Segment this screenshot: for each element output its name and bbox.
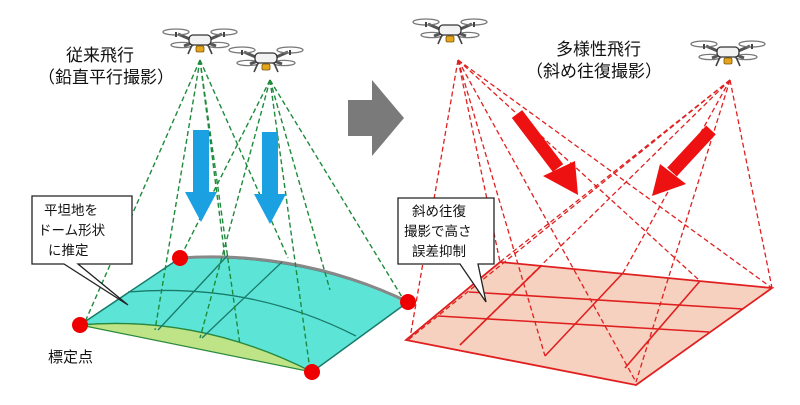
drone-icon bbox=[411, 17, 489, 46]
left-callout: 平坦地を ドーム形状 に推定 bbox=[31, 195, 133, 306]
right-callout-line1: 斜め往復 bbox=[412, 203, 466, 220]
right-title-line2: （斜め往復撮影） bbox=[526, 62, 662, 82]
left-title-line2: （鉛直平行撮影） bbox=[38, 68, 174, 88]
drone-icon bbox=[227, 45, 305, 74]
ground-point-marker bbox=[304, 364, 320, 380]
ground-point-marker bbox=[72, 317, 88, 333]
right-callout-line2: 撮影で高さ bbox=[404, 223, 472, 240]
ground-point-marker bbox=[400, 294, 416, 310]
drone-icon bbox=[689, 39, 767, 68]
true-flat-ground bbox=[79, 322, 313, 373]
left-callout-line3: に推定 bbox=[48, 243, 89, 259]
right-callout-line3: 誤差抑制 bbox=[412, 244, 466, 260]
ground-point-label: 標定点 bbox=[48, 348, 93, 366]
right-callout: 斜め往復 撮影で高さ 誤差抑制 bbox=[397, 197, 495, 303]
oblique-arrow-2 bbox=[652, 125, 716, 196]
dome-silhouette bbox=[179, 255, 409, 304]
right-title-line1: 多様性飛行 bbox=[556, 40, 641, 60]
vertical-rays bbox=[84, 59, 406, 371]
right-arrow-icon bbox=[348, 80, 404, 156]
estimated-flat-plane bbox=[403, 261, 775, 386]
left-title-line1: 従来飛行 bbox=[66, 46, 134, 66]
oblique-arrow-1 bbox=[511, 110, 578, 195]
vertical-arrow-2 bbox=[254, 132, 286, 224]
left-callout-line2: ドーム形状 bbox=[38, 223, 106, 239]
drone-icon bbox=[161, 27, 239, 56]
ground-point-marker bbox=[172, 250, 188, 266]
left-panel: 従来飛行 （鉛直平行撮影） 平坦地を ドーム形状 に推定 標定点 bbox=[31, 27, 416, 380]
right-panel: 多様性飛行 （斜め往復撮影） 斜め往復 撮影で高さ 誤差抑制 bbox=[397, 17, 775, 386]
left-callout-line1: 平坦地を bbox=[44, 203, 98, 219]
vertical-arrow-1 bbox=[185, 130, 217, 222]
